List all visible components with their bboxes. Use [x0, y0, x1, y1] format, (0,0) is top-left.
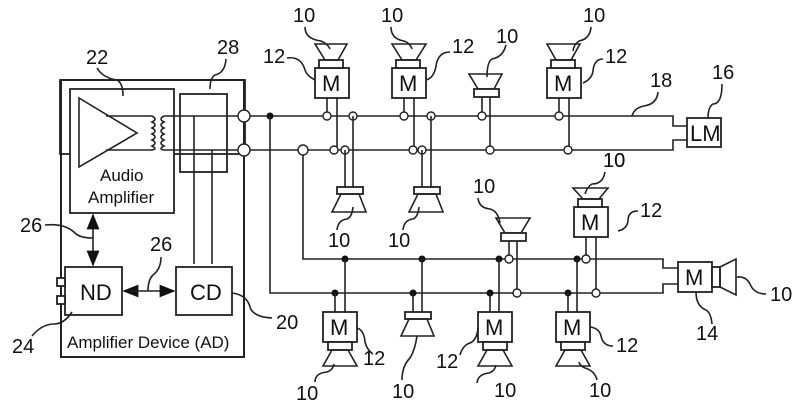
svg-text:10: 10	[328, 230, 350, 252]
svg-text:10: 10	[293, 5, 315, 27]
speaker-module-top-4: M	[547, 44, 581, 150]
line-monitor: LM	[687, 118, 721, 147]
speaker-lower-top-1	[496, 218, 530, 293]
end-speaker-module: M	[678, 259, 736, 295]
svg-text:10: 10	[392, 381, 414, 403]
switch-block	[180, 94, 227, 172]
svg-text:M: M	[330, 315, 348, 340]
speaker-module-top-2: M	[392, 44, 426, 150]
svg-text:12: 12	[436, 351, 458, 373]
audio-amplifier-line2: Amplifier	[88, 188, 154, 207]
svg-text:10: 10	[388, 230, 410, 252]
speaker-icon	[315, 44, 347, 60]
network-device: ND	[57, 267, 122, 315]
speaker-icon	[401, 319, 434, 336]
svg-text:10: 10	[494, 380, 516, 402]
svg-text:M: M	[399, 71, 417, 96]
speaker-icon	[332, 194, 366, 212]
speaker-icon	[392, 44, 426, 60]
svg-text:LM: LM	[690, 121, 721, 146]
speaker-top-3	[469, 74, 502, 150]
svg-text:12: 12	[605, 46, 627, 68]
svg-text:M: M	[485, 315, 503, 340]
speaker-module-lower-top-2: M	[573, 188, 608, 293]
svg-text:10: 10	[603, 150, 625, 172]
speaker-module-top-1: M	[315, 44, 349, 150]
svg-text:12: 12	[263, 46, 285, 68]
transformer-primary-icon	[152, 116, 155, 150]
speaker-bottom-2	[401, 259, 434, 336]
svg-text:16: 16	[712, 62, 734, 84]
speaker-module-bottom-1: M	[323, 259, 357, 366]
svg-text:ND: ND	[80, 280, 112, 305]
speaker-module-bottom-4: M	[556, 259, 590, 366]
svg-text:10: 10	[583, 5, 605, 27]
svg-text:10: 10	[473, 176, 495, 198]
svg-text:10: 10	[296, 383, 318, 405]
svg-text:22: 22	[86, 47, 108, 69]
svg-text:26: 26	[150, 234, 172, 256]
speaker-icon	[496, 218, 530, 233]
speaker-icon	[573, 188, 608, 199]
svg-text:12: 12	[616, 335, 638, 357]
svg-text:12: 12	[452, 36, 474, 58]
audio-amplifier-line1: Audio	[100, 166, 143, 185]
port-icon	[57, 296, 65, 304]
svg-text:28: 28	[217, 37, 239, 59]
speaker-icon	[409, 194, 443, 212]
svg-text:CD: CD	[190, 280, 222, 305]
port-icon	[57, 278, 65, 286]
control-device: CD	[176, 267, 232, 315]
transformer-secondary-icon	[161, 116, 164, 150]
svg-text:10: 10	[770, 284, 792, 306]
svg-text:M: M	[685, 265, 703, 290]
svg-text:24: 24	[12, 336, 34, 358]
svg-text:12: 12	[363, 348, 385, 370]
svg-text:M: M	[581, 210, 599, 235]
svg-text:M: M	[554, 71, 572, 96]
svg-text:14: 14	[696, 323, 718, 345]
audio-amplifier: Audio Amplifier	[70, 89, 174, 213]
speaker-module-bottom-3: M	[478, 259, 512, 366]
speaker-icon	[720, 259, 736, 295]
svg-text:26: 26	[20, 215, 42, 237]
speaker-icon	[323, 350, 357, 366]
svg-text:18: 18	[650, 70, 672, 92]
speaker-icon	[556, 350, 590, 366]
svg-text:10: 10	[589, 380, 611, 402]
svg-text:12: 12	[640, 200, 662, 222]
svg-text:10: 10	[496, 26, 518, 48]
svg-text:10: 10	[381, 5, 403, 27]
svg-text:M: M	[322, 71, 340, 96]
svg-text:M: M	[563, 315, 581, 340]
speaker-icon	[478, 350, 512, 366]
svg-text:20: 20	[276, 312, 298, 334]
speaker-icon	[469, 74, 502, 89]
amplifier-device-label: Amplifier Device (AD)	[67, 333, 229, 352]
